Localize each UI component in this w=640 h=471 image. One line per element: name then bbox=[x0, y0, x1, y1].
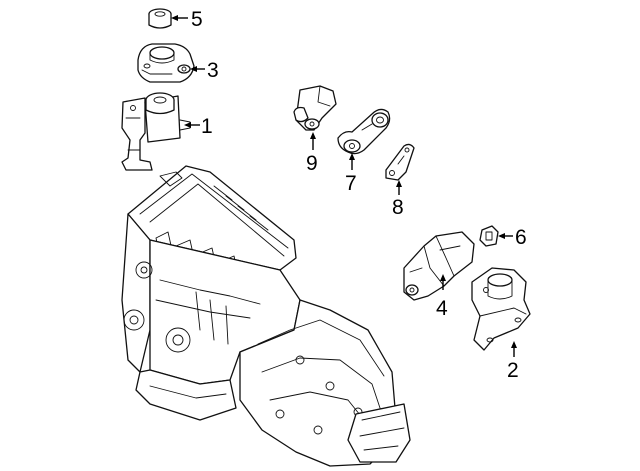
part-7-torque-link[interactable] bbox=[337, 108, 391, 155]
callout-4: 4 bbox=[436, 274, 448, 320]
svg-text:8: 8 bbox=[392, 196, 404, 219]
svg-text:4: 4 bbox=[436, 297, 448, 320]
callout-9: 9 bbox=[306, 132, 318, 175]
part-8-plate[interactable] bbox=[385, 143, 415, 181]
part-1-engine-mount[interactable] bbox=[121, 92, 191, 171]
callout-1: 1 bbox=[184, 115, 213, 138]
svg-text:2: 2 bbox=[507, 359, 519, 382]
part-6-bushing[interactable] bbox=[479, 225, 499, 247]
part-5-bushing[interactable] bbox=[148, 8, 172, 29]
callout-5: 5 bbox=[171, 8, 203, 31]
svg-text:5: 5 bbox=[191, 8, 203, 31]
part-2-lower-mount[interactable] bbox=[471, 267, 531, 351]
engine-transmission-assembly bbox=[121, 165, 411, 467]
svg-text:7: 7 bbox=[345, 172, 357, 195]
callout-6: 6 bbox=[498, 226, 527, 249]
part-3-mount-cap[interactable] bbox=[137, 43, 195, 83]
svg-text:3: 3 bbox=[207, 59, 219, 82]
part-9-bracket[interactable] bbox=[293, 85, 337, 131]
callout-8: 8 bbox=[392, 180, 404, 219]
svg-text:6: 6 bbox=[515, 226, 527, 249]
callout-2: 2 bbox=[507, 341, 519, 382]
callout-3: 3 bbox=[190, 59, 219, 82]
part-4-transmission-mount[interactable] bbox=[403, 231, 475, 301]
callout-7: 7 bbox=[345, 153, 357, 195]
svg-text:9: 9 bbox=[306, 152, 318, 175]
svg-text:1: 1 bbox=[201, 115, 213, 138]
